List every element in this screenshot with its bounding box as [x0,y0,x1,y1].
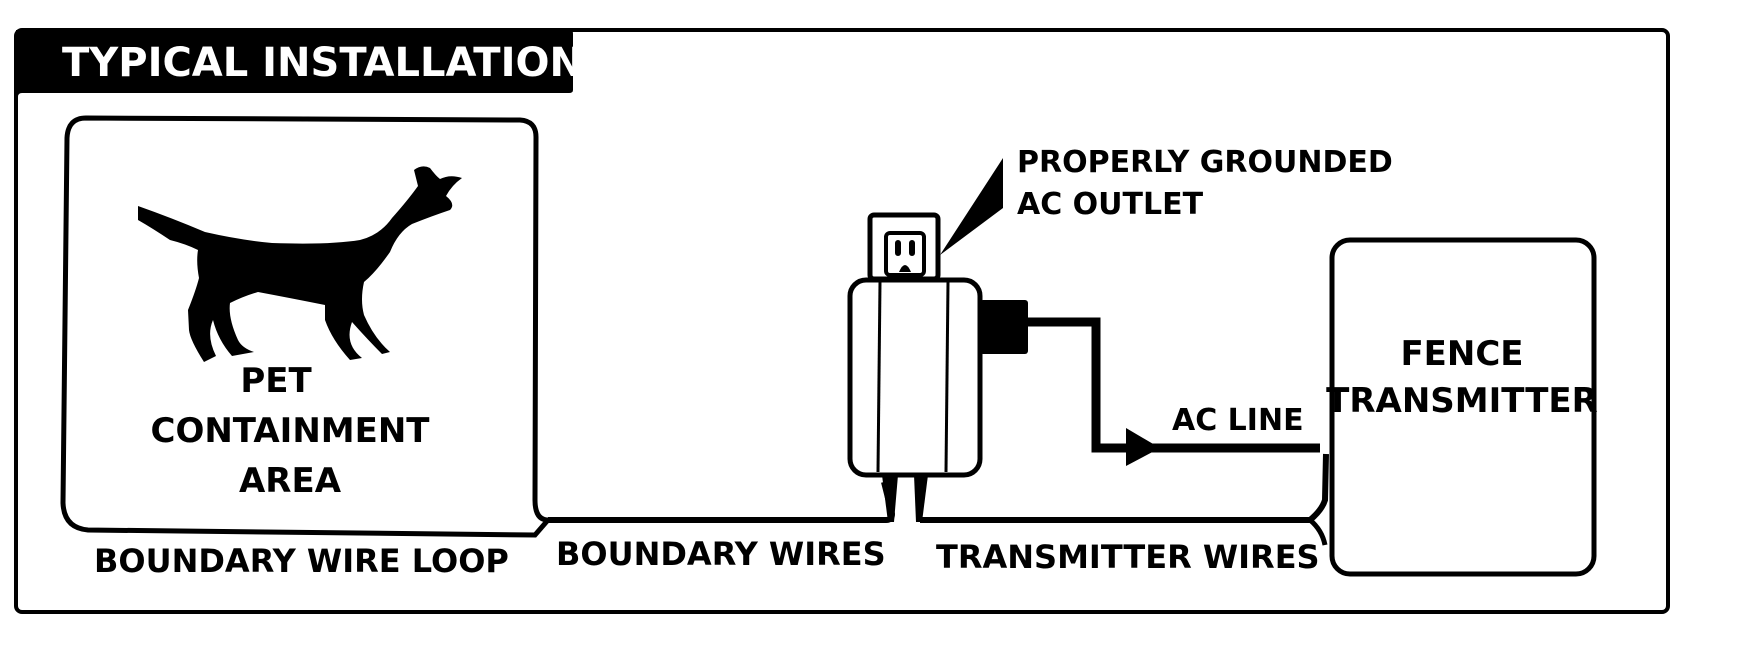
transmitter-wire-branch [1308,518,1328,546]
pet-area-label-line3: AREA [239,461,342,501]
boundary-wire-loop-label: BOUNDARY WIRE LOOP [94,542,509,580]
ac-line-label: AC LINE [1172,403,1304,438]
boundary-wires [548,481,896,523]
adapter-groove-left [876,281,882,473]
power-adapter [847,277,983,478]
outlet-slot-right [909,240,915,256]
adapter-terminal-left [882,475,898,522]
pet-area-label-line1: PET [240,361,312,401]
transmitter-label-line2: TRANSMITTER [1326,381,1598,421]
ac-line [1028,317,1320,453]
transmitter-wires-label: TRANSMITTER WIRES [936,538,1320,576]
outer-frame [14,28,1670,614]
boundary-wire-loop [60,115,554,538]
diagram-title: TYPICAL INSTALLATION [62,40,583,86]
fence-transmitter-box [1329,237,1597,577]
adapter-terminal-right [914,475,928,522]
outlet-label-line1: PROPERLY GROUNDED [1017,145,1393,180]
outlet-label-line2: AC OUTLET [1017,187,1204,222]
dog-silhouette-icon [138,166,462,362]
outlet-ground-hole [899,265,911,272]
title-tab [16,30,573,97]
transmitter-label-line1: FENCE [1400,334,1523,374]
adapter-groove-right [944,281,950,473]
pet-area-label-line2: CONTAINMENT [151,411,431,451]
boundary-wires-label: BOUNDARY WIRES [556,535,886,573]
outlet-slot-left [895,240,901,256]
callout-pointer [940,158,1003,255]
ac-line-arrow [1126,428,1160,466]
cord-strain-relief [980,300,1028,354]
